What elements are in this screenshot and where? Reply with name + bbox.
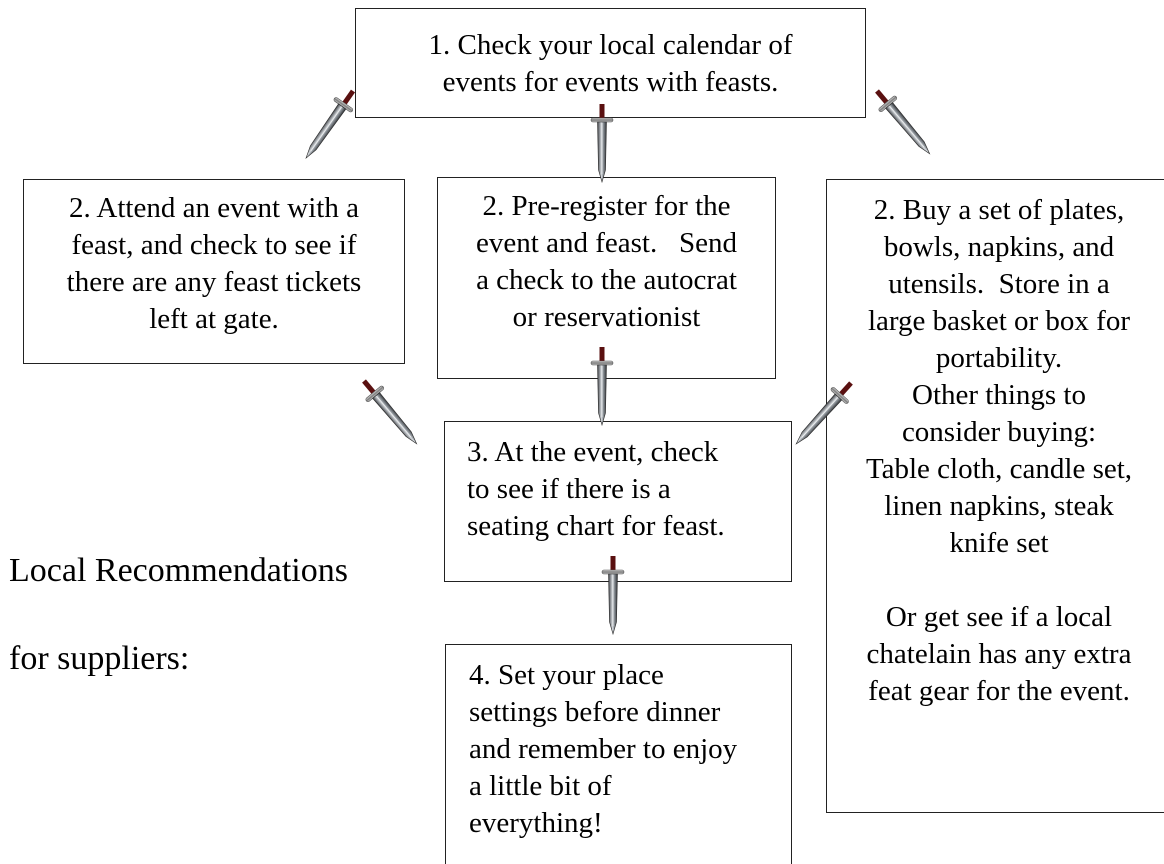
step-2-buy-line: large basket or box for: [868, 305, 1130, 337]
step-2-preregister-line: or reservationist: [512, 301, 701, 333]
step-2-buy-line: knife set: [949, 527, 1049, 559]
step-4-line: settings before dinner: [469, 696, 721, 728]
step-2-buy-box: 2. Buy a set of plates, bowls, napkins, …: [826, 179, 1164, 813]
step-1-line: 1. Check your local calendar of: [428, 29, 793, 61]
step-2-buy-line: linen napkins, steak: [884, 490, 1114, 522]
step-2-preregister-line: 2. Pre-register for the: [482, 190, 731, 222]
step-3-line: to see if there is a: [467, 473, 671, 505]
step-2-attend-line: feast, and check to see if: [71, 229, 357, 261]
step-2-buy-line: feat gear for the event.: [868, 675, 1130, 707]
step-2-buy-line: portability.: [935, 342, 1063, 374]
step-3-line: 3. At the event, check: [467, 436, 719, 468]
step-4-line: 4. Set your place: [469, 659, 664, 691]
step-2-attend-line: 2. Attend an event with a: [69, 192, 359, 224]
step-1-box: 1. Check your local calendar of events f…: [355, 8, 866, 118]
step-2-buy-line: 2. Buy a set of plates,: [873, 194, 1125, 226]
step-4-line: a little bit of: [469, 770, 612, 802]
recommendations-subheading: for suppliers:: [9, 640, 190, 677]
step-2-attend-box: 2. Attend an event with a feast, and che…: [23, 179, 405, 364]
step-3-line: seating chart for feast.: [467, 510, 725, 542]
sword-icon: [355, 373, 426, 452]
step-4-box: 4. Set your place settings before dinner…: [445, 644, 792, 864]
step-2-preregister-box: 2. Pre-register for the event and feast.…: [437, 177, 776, 379]
sword-icon: [868, 83, 939, 162]
step-4-line: everything!: [469, 807, 603, 839]
step-2-preregister-line: event and feast. Send: [476, 227, 737, 259]
step-3-box: 3. At the event, check to see if there i…: [444, 421, 792, 582]
step-2-attend-line: there are any feast tickets: [66, 266, 362, 298]
step-2-buy-spacer: [827, 562, 1164, 599]
step-2-buy-line: Or get see if a local: [885, 601, 1113, 633]
step-2-buy-line: bowls, napkins, and: [883, 231, 1115, 263]
step-2-preregister-line: a check to the autocrat: [476, 264, 737, 296]
step-4-line: and remember to enjoy: [469, 733, 738, 765]
step-2-buy-line: chatelain has any extra: [866, 638, 1132, 670]
step-2-buy-line: utensils. Store in a: [888, 268, 1110, 300]
step-2-buy-line: consider buying:: [901, 416, 1097, 448]
step-2-buy-line: Table cloth, candle set,: [865, 453, 1133, 485]
step-2-buy-line: Other things to: [912, 379, 1086, 411]
step-2-attend-line: left at gate.: [149, 303, 279, 335]
step-1-line: events for events with feasts.: [442, 66, 779, 98]
sword-icon: [296, 84, 363, 165]
recommendations-heading: Local Recommendations: [9, 552, 348, 589]
